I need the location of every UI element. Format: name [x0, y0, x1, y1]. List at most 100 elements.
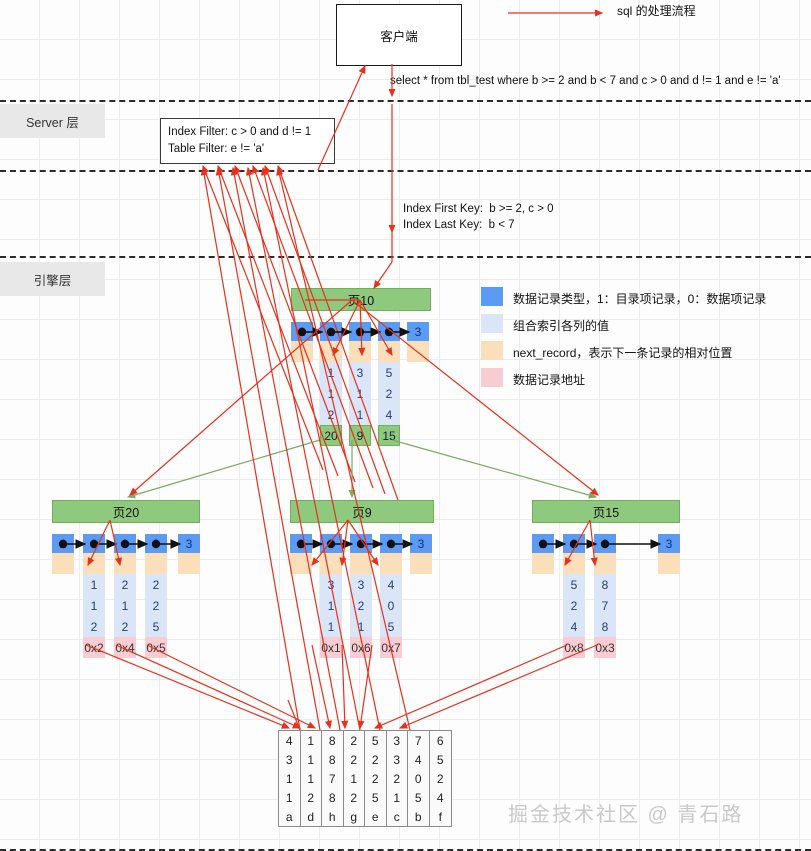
record-page9-4: 3: [410, 534, 432, 644]
record-value-page20-1-2: 2: [90, 619, 98, 634]
record-value-page10-1-2: 2: [327, 407, 335, 422]
record-value-page15-2-0: 8: [601, 577, 609, 592]
record-type-page20-3: 0: [145, 534, 167, 553]
record-type-page15-0: 2: [532, 534, 554, 553]
data-table-cell-3-1: 2: [350, 752, 358, 767]
page-header-page20: 页20: [52, 500, 200, 523]
legend-swatch-3: [481, 368, 503, 387]
next-record-cell-page9-0: [290, 553, 312, 574]
data-table-cell-4-4: e: [371, 809, 379, 824]
sql-statement: select * from tbl_test where b >= 2 and …: [390, 75, 781, 87]
index-filter-line: Index Filter: c > 0 and d != 1: [168, 126, 312, 138]
legend-swatch-1: [481, 314, 503, 333]
data-table-cell-2-0: 8: [328, 733, 336, 748]
data-table-cell-2-4: h: [328, 809, 336, 824]
next-record-cell-page15-3: [658, 553, 680, 574]
legend-label-0: 数据记录类型，1：目录项记录，0：数据项记录: [513, 292, 767, 306]
record-page15-0: 2: [532, 534, 554, 644]
client-label: 客户端: [380, 29, 418, 44]
record-value-page10-2-0: 3: [356, 365, 364, 380]
data-table-cell-3-0: 2: [350, 733, 358, 748]
next-record-cell-page9-1: [320, 553, 342, 574]
data-table-cell-1-1: 1: [307, 752, 315, 767]
data-table-cell-4-2: 2: [371, 771, 379, 786]
next-record-cell-page15-1: [563, 553, 585, 574]
record-page15-3: 3: [658, 534, 680, 644]
page-header-page9: 页9: [290, 500, 434, 523]
data-table-cell-3-4: g: [350, 809, 358, 824]
data-table-cell-4-3: 5: [371, 790, 379, 805]
server-layer-band: [0, 100, 811, 172]
table-filter-line: Table Filter: e != 'a': [168, 143, 265, 155]
data-table-cell-7-1: 5: [436, 752, 444, 767]
server-layer-tag: Server 层: [0, 104, 105, 138]
record-value-page10-1-0: 1: [327, 365, 335, 380]
record-type-page10-1: 1: [320, 322, 342, 341]
data-table-cell-5-4: c: [393, 809, 400, 824]
record-value-page9-2-2: 1: [357, 619, 365, 634]
legend-swatch-0: [481, 287, 503, 306]
record-address-page20-1: 0x2: [83, 637, 105, 658]
next-record-cell-page15-0: [532, 553, 554, 574]
legend-label-1: 组合索引各列的值: [513, 319, 610, 333]
next-record-cell-page15-2: [594, 553, 616, 574]
next-record-cell-page10-2: [349, 341, 371, 362]
record-address-page15-1: 0x8: [563, 637, 585, 658]
record-value-page9-1-1: 1: [327, 598, 335, 613]
record-value-page9-3-0: 4: [387, 577, 395, 592]
data-table-cell-2-3: 8: [328, 790, 336, 805]
record-type-page10-2: 1: [349, 322, 371, 341]
record-type-page10-3: 1: [378, 322, 400, 341]
record-values-page9-1: 3 1 1: [320, 574, 342, 637]
record-type-page9-4: 3: [410, 534, 432, 553]
record-address-page9-1: 0x1: [320, 637, 342, 658]
engine-layer-tag: 引擎层: [0, 262, 105, 296]
record-value-page20-2-1: 1: [121, 598, 129, 613]
next-record-cell-page20-4: [178, 553, 200, 574]
record-value-page10-3-0: 5: [385, 365, 393, 380]
record-value-page20-1-0: 1: [90, 577, 98, 592]
data-table-cell-5-3: 1: [393, 790, 401, 805]
record-value-page9-1-0: 3: [327, 577, 335, 592]
record-type-page20-1: 0: [83, 534, 105, 553]
record-value-page20-2-0: 2: [121, 577, 129, 592]
record-value-page10-3-2: 4: [385, 407, 393, 422]
record-type-page9-3: 0: [380, 534, 402, 553]
data-table-cell-6-1: 4: [414, 752, 422, 767]
client-box: 客户端: [336, 4, 462, 66]
record-value-page9-2-1: 2: [357, 598, 365, 613]
data-table-cell-1-3: 2: [307, 790, 315, 805]
engine-layer-label: 引擎层: [33, 273, 72, 288]
record-value-page9-3-1: 0: [387, 598, 395, 613]
record-page-pointer-page10-1: 20: [320, 425, 342, 446]
next-record-cell-page9-2: [350, 553, 372, 574]
data-table-cell-7-2: 2: [436, 771, 444, 786]
record-address-page20-2: 0x4: [114, 637, 136, 658]
record-value-page9-1-2: 1: [327, 619, 335, 634]
record-type-page20-4: 3: [178, 534, 200, 553]
page-header-page10: 页10: [291, 288, 431, 311]
data-table-cell-0-3: 1: [285, 790, 293, 805]
next-record-cell-page9-3: [380, 553, 402, 574]
legend-swatch-2: [481, 341, 503, 360]
